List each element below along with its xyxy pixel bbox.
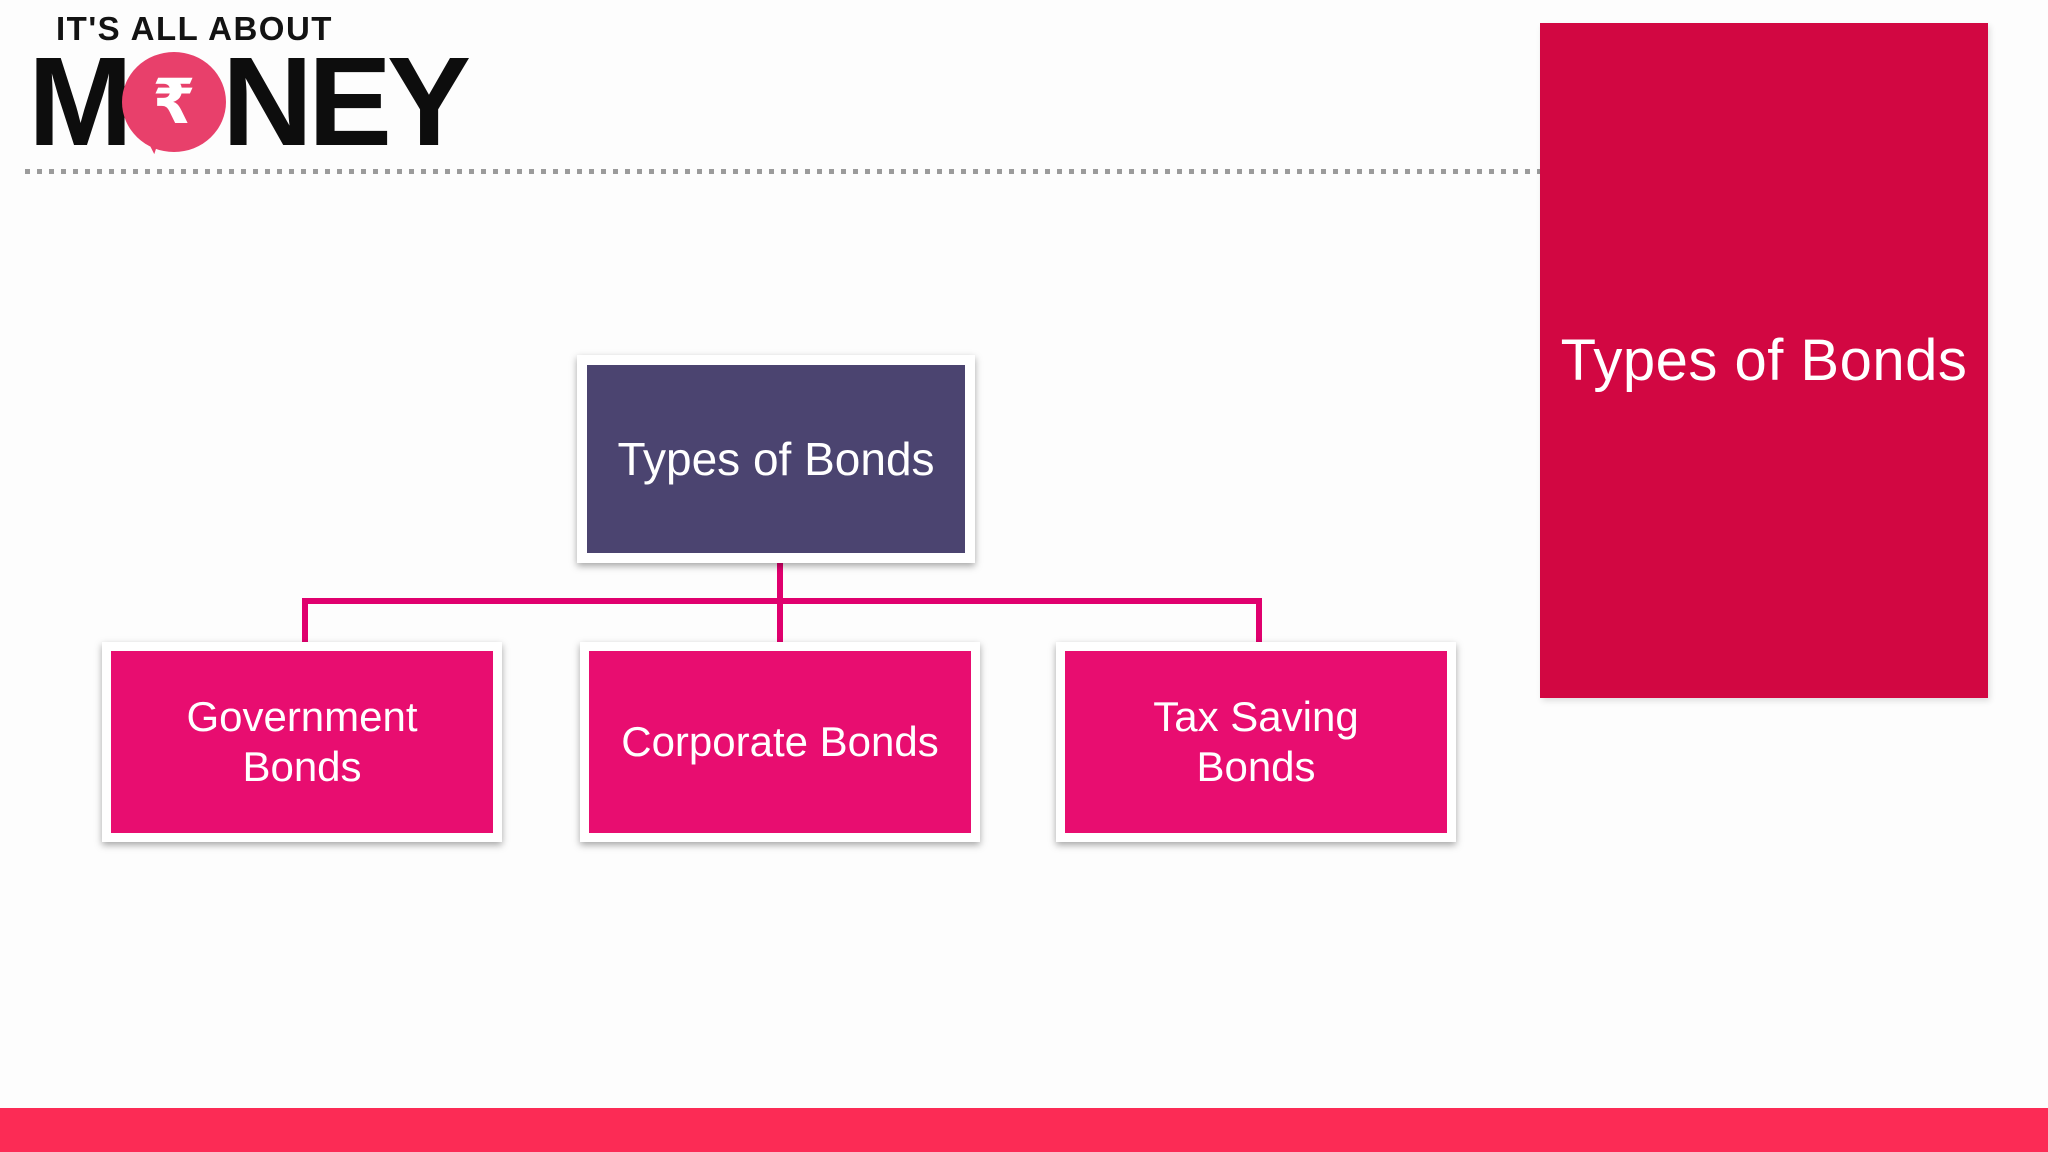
child-node-label: Corporate Bonds [621,718,939,766]
connector-drop-right [1256,598,1262,644]
child-node-corporate-bonds: Corporate Bonds [580,642,980,842]
logo-wordmark-suffix: NEY [221,30,471,172]
connector-trunk [777,558,783,600]
logo-wordmark-prefix: M [28,30,133,172]
child-node-tax-saving-bonds: Tax Saving Bonds [1056,642,1456,842]
child-node-label: Tax Saving Bonds [1153,693,1359,790]
dotted-separator [25,169,1540,174]
child-node-label: Government Bonds [186,693,418,790]
brand-logo: IT'S ALL ABOUT M ₹ NEY [28,10,471,172]
root-node-label: Types of Bonds [617,433,935,485]
logo-tagline: IT'S ALL ABOUT [56,10,333,47]
child-node-government-bonds: Government Bonds [102,642,502,842]
side-title-panel: Types of Bonds [1540,23,1988,698]
side-panel-title: Types of Bonds [1560,328,1968,393]
connector-drop-middle [777,598,783,644]
root-node-types-of-bonds: Types of Bonds [577,355,975,563]
logo-wordmark: M ₹ NEY [28,30,471,172]
rupee-symbol: ₹ [152,64,196,138]
rupee-bubble-icon: ₹ [121,52,226,152]
connector-drop-left [302,598,308,644]
footer-accent-bar [0,1108,2048,1152]
